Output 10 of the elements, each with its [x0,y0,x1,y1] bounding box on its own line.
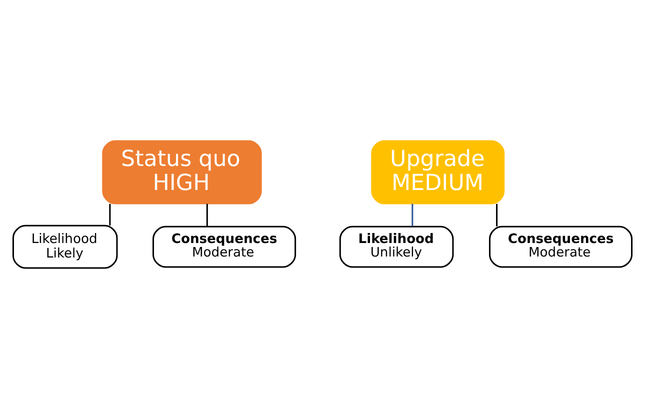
node-box: Status quo HIGH [102,140,262,204]
node-box: Consequences Moderate [488,226,633,268]
node-box: Upgrade MEDIUM [371,140,505,204]
connector [206,204,208,226]
connector [109,204,111,226]
node-box: Likelihood Unlikely [339,226,454,268]
node-box: Consequences Moderate [152,226,296,268]
connector [412,204,414,226]
connector [496,204,498,226]
node-box: Likelihood Likely [12,224,118,269]
